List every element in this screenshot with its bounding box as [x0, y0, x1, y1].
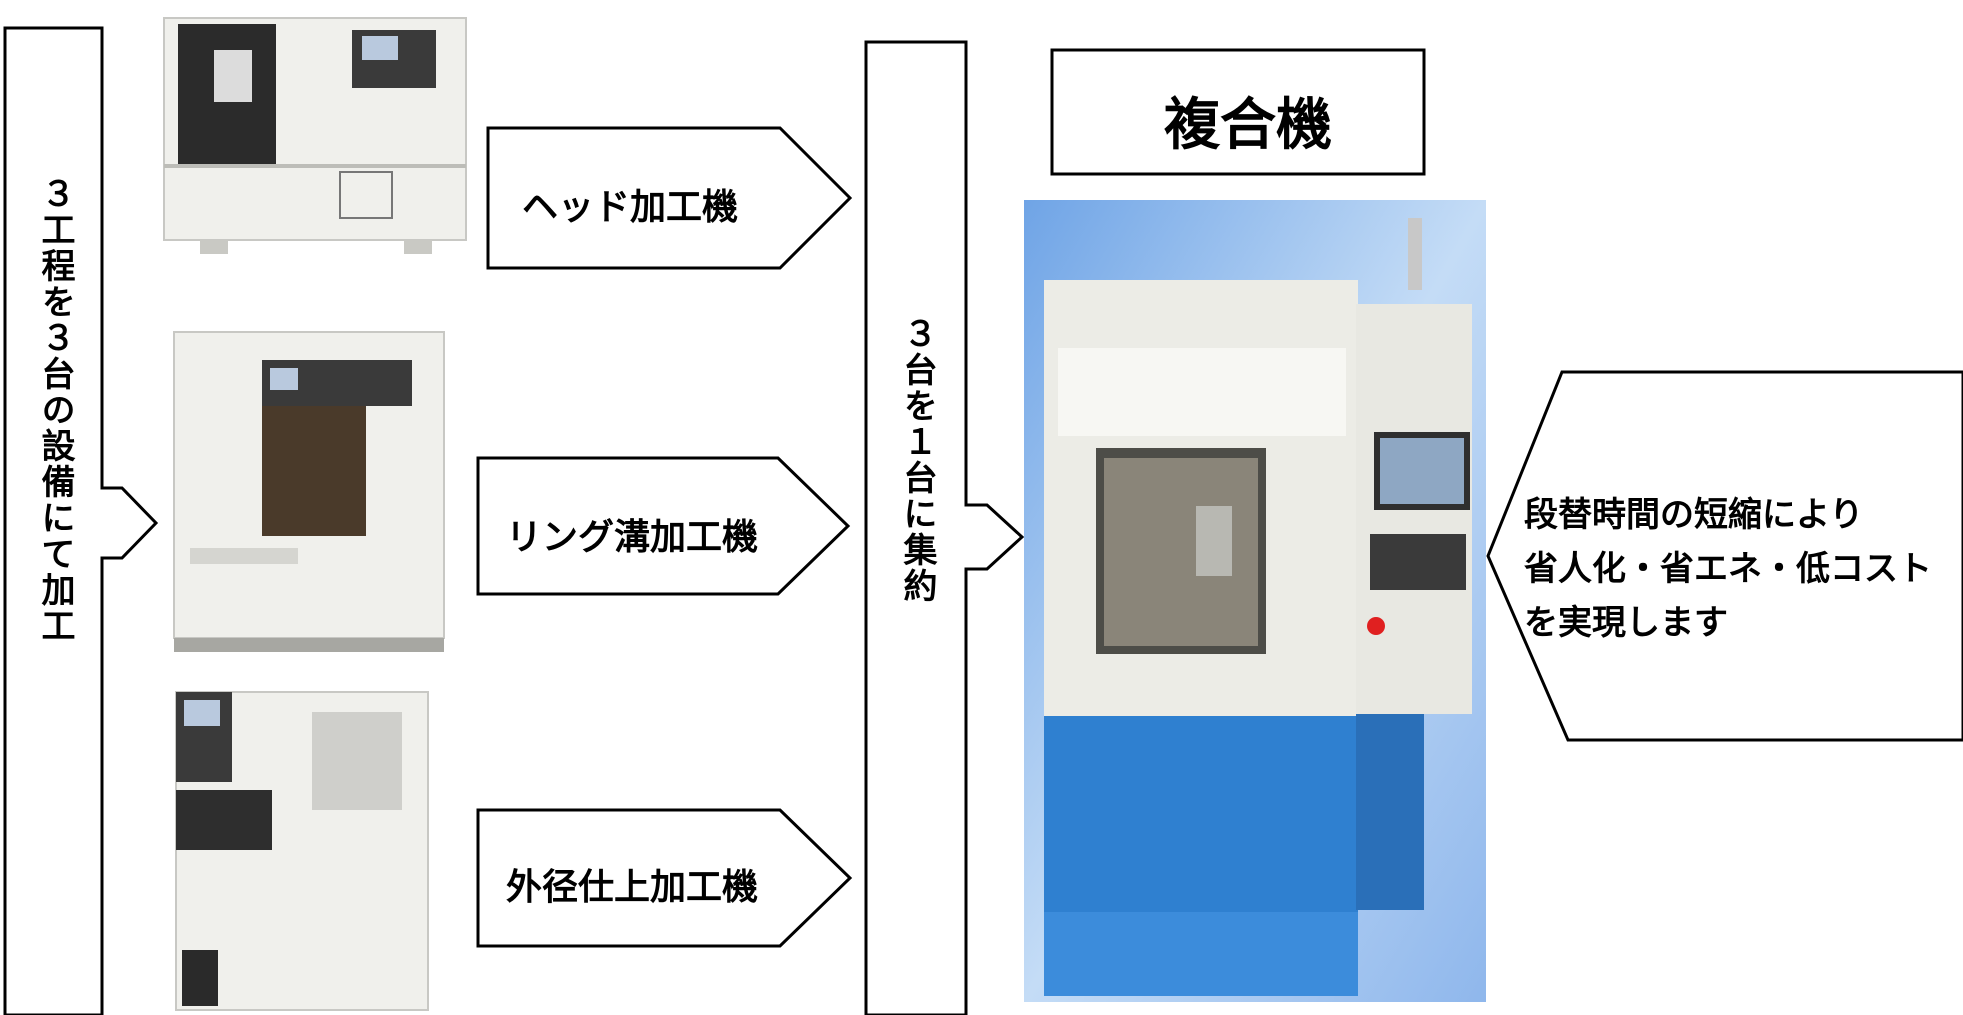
lathe-machine-icon — [163, 17, 467, 254]
lathe-machine-icon — [175, 691, 429, 1011]
middle-consolidation-bar — [864, 40, 1025, 1015]
machine-label-od-finishing: 外径仕上加工機 — [506, 867, 759, 908]
label-arrow-3 — [476, 808, 853, 948]
result-arrow-box — [1486, 370, 1963, 742]
title-box — [1050, 48, 1426, 176]
result-text: 段替時間の短縮により 省人化・省エネ・低コスト を実現します — [1524, 495, 1932, 643]
combined-machine-title: 複合機 — [1164, 93, 1332, 158]
left-process-bar — [3, 26, 159, 1015]
label-arrow-1 — [486, 126, 853, 270]
combined-machine-icon — [1024, 200, 1486, 1002]
machine-label-ring-groove: リング溝加工機 — [506, 517, 759, 558]
lathe-machine-icon — [173, 331, 445, 652]
label-arrow-2 — [476, 456, 851, 596]
middle-bar-text: ３台を１台に集約 — [897, 316, 937, 604]
machine-label-head: ヘッド加工機 — [522, 187, 739, 228]
left-bar-text: ３工程を３台の設備にて加工 — [35, 176, 75, 644]
